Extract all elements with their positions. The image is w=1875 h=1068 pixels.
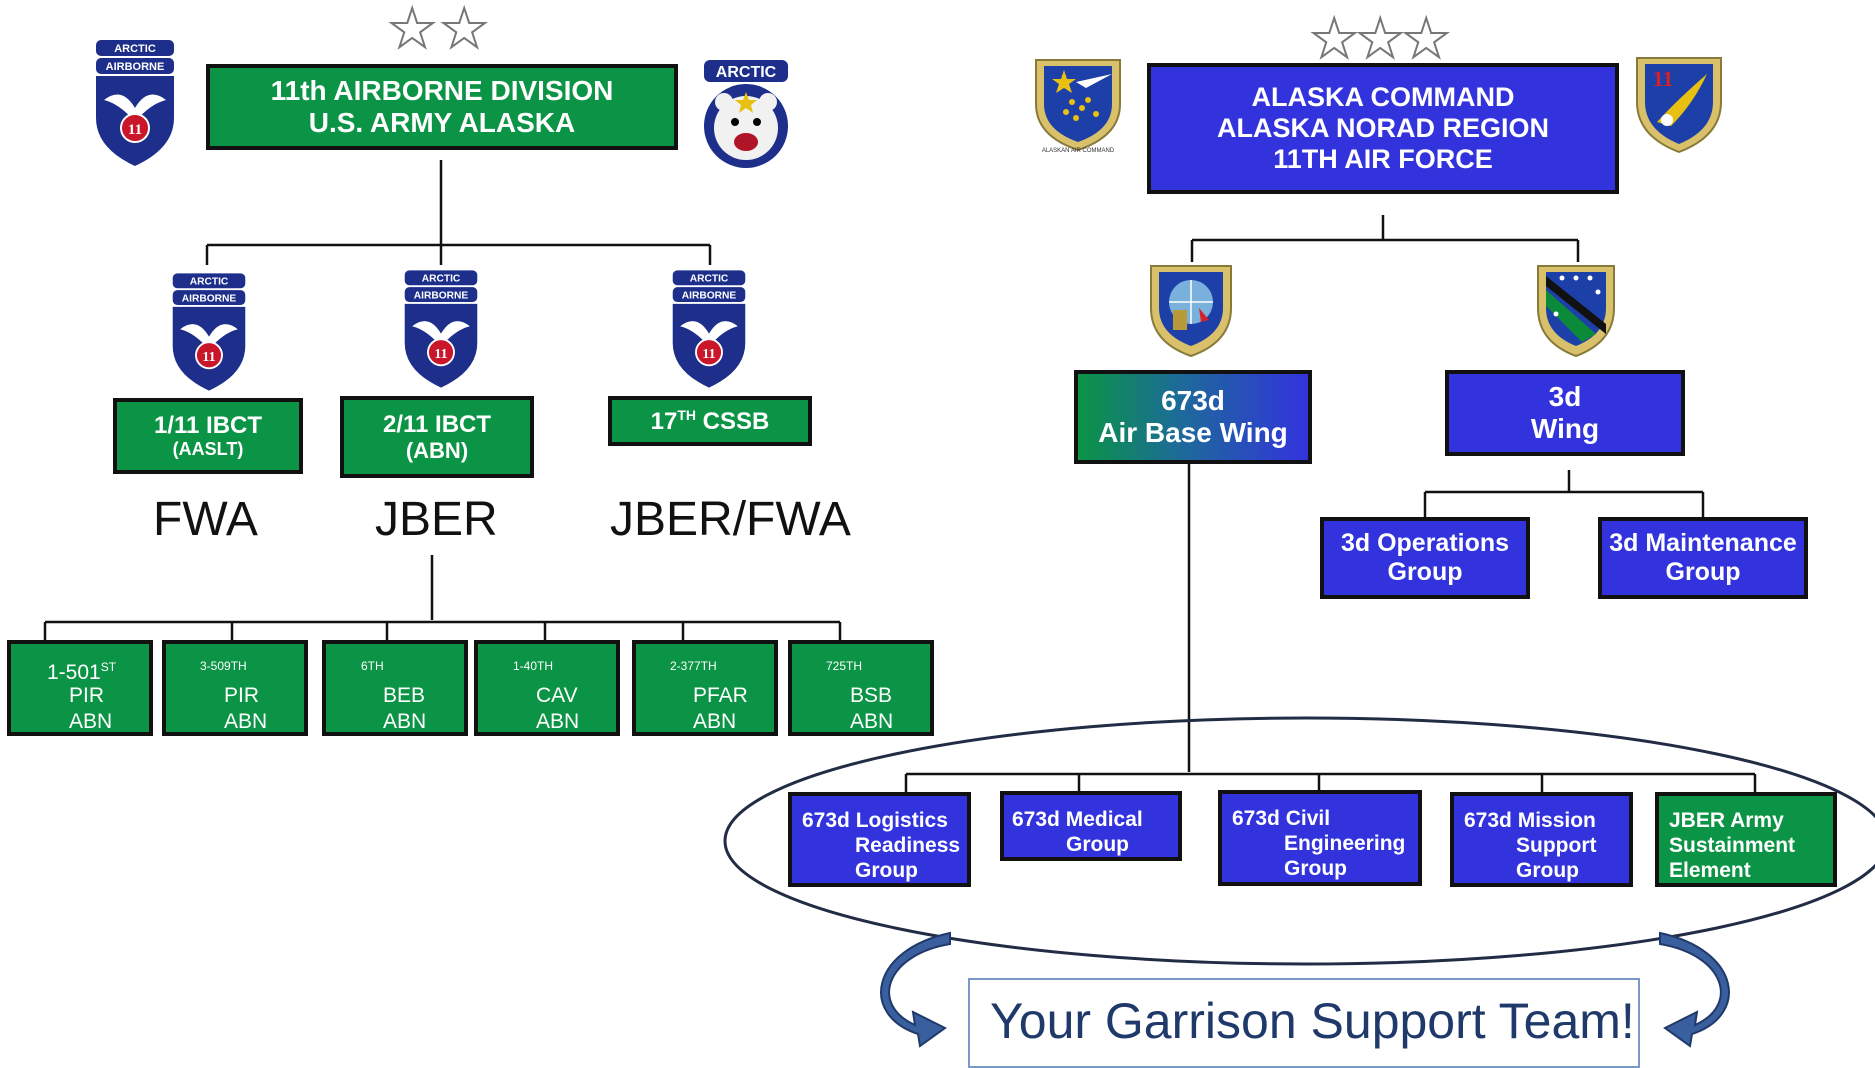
svg-text:ARCTIC: ARCTIC [114, 43, 156, 55]
wing-name: 3d [1548, 380, 1582, 412]
group-box-3d-maintenance[interactable]: 3d Maintenance Group [1598, 517, 1808, 599]
star-icon: ★ [439, 0, 489, 59]
location-label-jber: JBER [375, 493, 498, 546]
svg-text:11: 11 [702, 347, 715, 362]
673d-abw-seal-icon [1150, 265, 1232, 358]
svg-text:ARCTIC: ARCTIC [190, 277, 229, 288]
group-box-673d-mission-support[interactable]: 673d Mission Support Group [1450, 792, 1633, 887]
arctic-airborne-patch-icon: ARCTIC AIRBORNE 11 [172, 273, 246, 391]
garrison-support-team-label: Your Garrison Support Team! [968, 978, 1640, 1068]
curved-arrow-icon [880, 931, 1730, 1048]
star-icon: ★ [1309, 9, 1359, 69]
group-box-jber-army-sustainment[interactable]: JBER Army Sustainment Element [1655, 792, 1837, 887]
brigade-box-17th-cssb[interactable]: 17TH CSSB [608, 396, 812, 446]
group-box-673d-civil-engineering[interactable]: 673d Civil Engineering Group [1218, 790, 1422, 886]
location-label-jber-fwa: JBER/FWA [610, 493, 851, 546]
alaska-command-box[interactable]: ALASKA COMMAND ALASKA NORAD REGION 11TH … [1147, 63, 1619, 194]
svg-text:11: 11 [434, 347, 447, 362]
wing-box-673d-abw[interactable]: 673d Air Base Wing [1074, 370, 1312, 464]
group-box-673d-medical[interactable]: 673d Medical Group [1000, 791, 1182, 861]
alcom-line2: ALASKA NORAD REGION [1216, 112, 1549, 143]
wing-box-3d-wing[interactable]: 3d Wing [1445, 370, 1685, 456]
3d-wing-seal-icon [1537, 265, 1615, 358]
brigade-box-1-11-ibct[interactable]: 1/11 IBCT (AASLT) [113, 398, 303, 474]
brigade-name: 1/11 IBCT [153, 411, 263, 439]
wing-name-2: Wing [1530, 413, 1600, 444]
arctic-bear-patch-icon: ARCTIC [704, 60, 788, 168]
brigade-name: 2/11 IBCT [382, 410, 492, 438]
army-hq-box[interactable]: 11th AIRBORNE DIVISION U.S. ARMY ALASKA [206, 64, 678, 150]
battalion-box-1-40th[interactable]: 1-40TH CAV ABN [474, 640, 620, 736]
svg-text:ARCTIC: ARCTIC [690, 274, 729, 285]
svg-text:11: 11 [128, 122, 142, 138]
battalion-box-3-509th[interactable]: 3-509TH PIR ABN [162, 640, 308, 736]
location-label-fwa: FWA [153, 493, 258, 546]
svg-text:ALASKAN AIR COMMAND: ALASKAN AIR COMMAND [1042, 148, 1115, 154]
battalion-box-725th[interactable]: 725TH BSB ABN [788, 640, 934, 736]
alcom-line1: ALASKA COMMAND [1251, 81, 1515, 112]
svg-text:ARCTIC: ARCTIC [716, 64, 777, 81]
arctic-airborne-patch-icon: ARCTIC AIRBORNE 11 [96, 40, 174, 166]
svg-text:11: 11 [1653, 66, 1674, 91]
brigade-type: (AASLT) [172, 439, 244, 460]
svg-text:AIRBORNE: AIRBORNE [182, 293, 237, 304]
star-icon: ★ [387, 0, 437, 59]
arctic-airborne-patch-icon: ARCTIC AIRBORNE 11 [672, 270, 746, 388]
alcom-line3: 11TH AIR FORCE [1273, 144, 1493, 175]
brigade-box-2-11-ibct[interactable]: 2/11 IBCT (ABN) [340, 396, 534, 478]
alaskan-air-command-seal-icon: ALASKAN AIR COMMAND [1035, 59, 1121, 154]
battalion-box-6th[interactable]: 6TH BEB ABN [322, 640, 468, 736]
svg-text:AIRBORNE: AIRBORNE [682, 290, 737, 301]
battalion-box-1-501st[interactable]: 1-501ST PIR ABN [7, 640, 153, 736]
brigade-name: 17TH CSSB [650, 406, 770, 435]
eleventh-air-force-seal-icon: 11 [1636, 57, 1722, 154]
group-box-3d-operations[interactable]: 3d Operations Group [1320, 517, 1530, 599]
star-icon: ★ [1355, 9, 1405, 69]
svg-text:AIRBORNE: AIRBORNE [106, 61, 165, 73]
group-box-673d-logistics-readiness[interactable]: 673d Logistics Readiness Group [788, 792, 971, 887]
svg-text:AIRBORNE: AIRBORNE [414, 290, 469, 301]
army-hq-line1: 11th AIRBORNE DIVISION [270, 74, 614, 106]
svg-text:ARCTIC: ARCTIC [422, 274, 461, 285]
svg-text:11: 11 [202, 350, 215, 365]
army-hq-line2: U.S. ARMY ALASKA [308, 107, 576, 138]
battalion-box-2-377th[interactable]: 2-377TH PFAR ABN [632, 640, 778, 736]
wing-name: 673d [1161, 384, 1225, 416]
brigade-type: (ABN) [405, 438, 469, 464]
star-icon: ★ [1401, 9, 1451, 69]
wing-name-2: Air Base Wing [1098, 417, 1288, 448]
arctic-airborne-patch-icon: ARCTIC AIRBORNE 11 [404, 270, 478, 388]
